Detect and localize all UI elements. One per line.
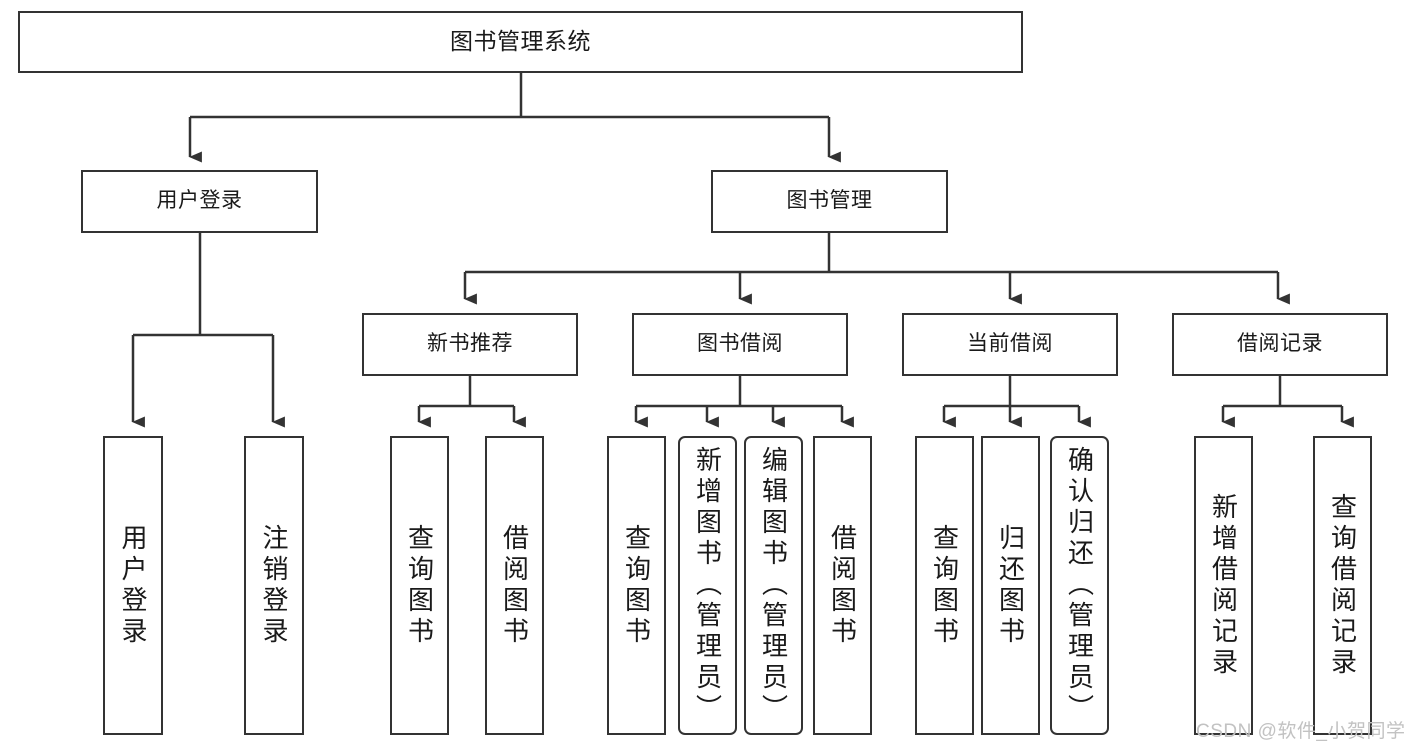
node-new-book-recommend-label: 新书推荐 <box>427 332 513 356</box>
node-leaf-user-login[interactable]: 用户登录 <box>103 436 163 735</box>
node-leaf-confirm-return-label: 确认归还（管理员） <box>1064 446 1095 725</box>
node-current-borrow[interactable]: 当前借阅 <box>902 313 1118 376</box>
node-new-book-recommend[interactable]: 新书推荐 <box>362 313 578 376</box>
node-root-system-label: 图书管理系统 <box>450 28 591 55</box>
node-leaf-edit-book[interactable]: 编辑图书（管理员） <box>744 436 803 735</box>
node-leaf-borrow-book-2[interactable]: 借阅图书 <box>813 436 872 735</box>
node-leaf-add-record[interactable]: 新增借阅记录 <box>1194 436 1253 735</box>
node-leaf-query-book-3[interactable]: 查询图书 <box>915 436 974 735</box>
node-leaf-logout-login-label: 注销登录 <box>259 523 289 648</box>
node-borrow-record-label: 借阅记录 <box>1237 332 1323 356</box>
node-root-system[interactable]: 图书管理系统 <box>18 11 1023 73</box>
node-leaf-return-book-label: 归还图书 <box>995 523 1026 648</box>
node-leaf-user-login-label: 用户登录 <box>118 523 148 648</box>
node-leaf-query-book-2-label: 查询图书 <box>621 523 652 648</box>
node-leaf-add-book-label: 新增图书（管理员） <box>692 446 723 725</box>
node-current-borrow-label: 当前借阅 <box>967 332 1053 356</box>
node-leaf-edit-book-label: 编辑图书（管理员） <box>758 446 789 725</box>
node-leaf-borrow-book-2-label: 借阅图书 <box>827 523 858 648</box>
node-leaf-query-record-label: 查询借阅记录 <box>1327 492 1358 679</box>
node-leaf-borrow-book-1-label: 借阅图书 <box>499 523 530 648</box>
node-leaf-query-book-1-label: 查询图书 <box>404 523 435 648</box>
node-leaf-query-book-3-label: 查询图书 <box>929 523 960 648</box>
csdn-watermark: CSDN @软件_小贺同学 <box>1196 721 1405 742</box>
node-leaf-logout-login[interactable]: 注销登录 <box>244 436 304 735</box>
node-leaf-add-record-label: 新增借阅记录 <box>1208 492 1239 679</box>
node-leaf-return-book[interactable]: 归还图书 <box>981 436 1040 735</box>
node-book-borrow[interactable]: 图书借阅 <box>632 313 848 376</box>
node-user-login[interactable]: 用户登录 <box>81 170 318 233</box>
node-leaf-add-book[interactable]: 新增图书（管理员） <box>678 436 737 735</box>
node-book-management-label: 图书管理 <box>786 189 873 213</box>
node-leaf-query-book-2[interactable]: 查询图书 <box>607 436 666 735</box>
node-borrow-record[interactable]: 借阅记录 <box>1172 313 1388 376</box>
node-user-login-label: 用户登录 <box>156 189 243 213</box>
node-book-management[interactable]: 图书管理 <box>711 170 948 233</box>
node-book-borrow-label: 图书借阅 <box>697 332 783 356</box>
node-leaf-confirm-return[interactable]: 确认归还（管理员） <box>1050 436 1109 735</box>
node-leaf-query-book-1[interactable]: 查询图书 <box>390 436 449 735</box>
node-leaf-borrow-book-1[interactable]: 借阅图书 <box>485 436 544 735</box>
node-leaf-query-record[interactable]: 查询借阅记录 <box>1313 436 1372 735</box>
